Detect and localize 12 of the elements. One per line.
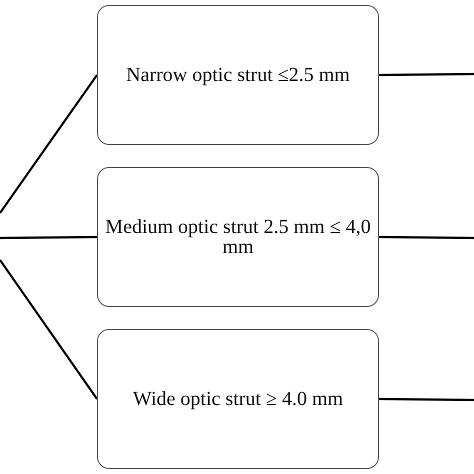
box-label: Wide optic strut ≥ 4.0 mm [132,389,344,409]
box-label: Medium optic strut 2.5 mm ≤ 4,0 mm [104,217,372,257]
connector-line [378,236,474,240]
category-box [97,5,379,145]
box-label: Narrow optic strut ≤2.5 mm [126,65,350,85]
connector-line [0,236,98,240]
connector-line [0,259,98,400]
connector-line [378,72,474,76]
category-box [97,167,379,307]
category-box [97,329,379,469]
connector-line [0,74,98,214]
connector-line [378,398,474,402]
